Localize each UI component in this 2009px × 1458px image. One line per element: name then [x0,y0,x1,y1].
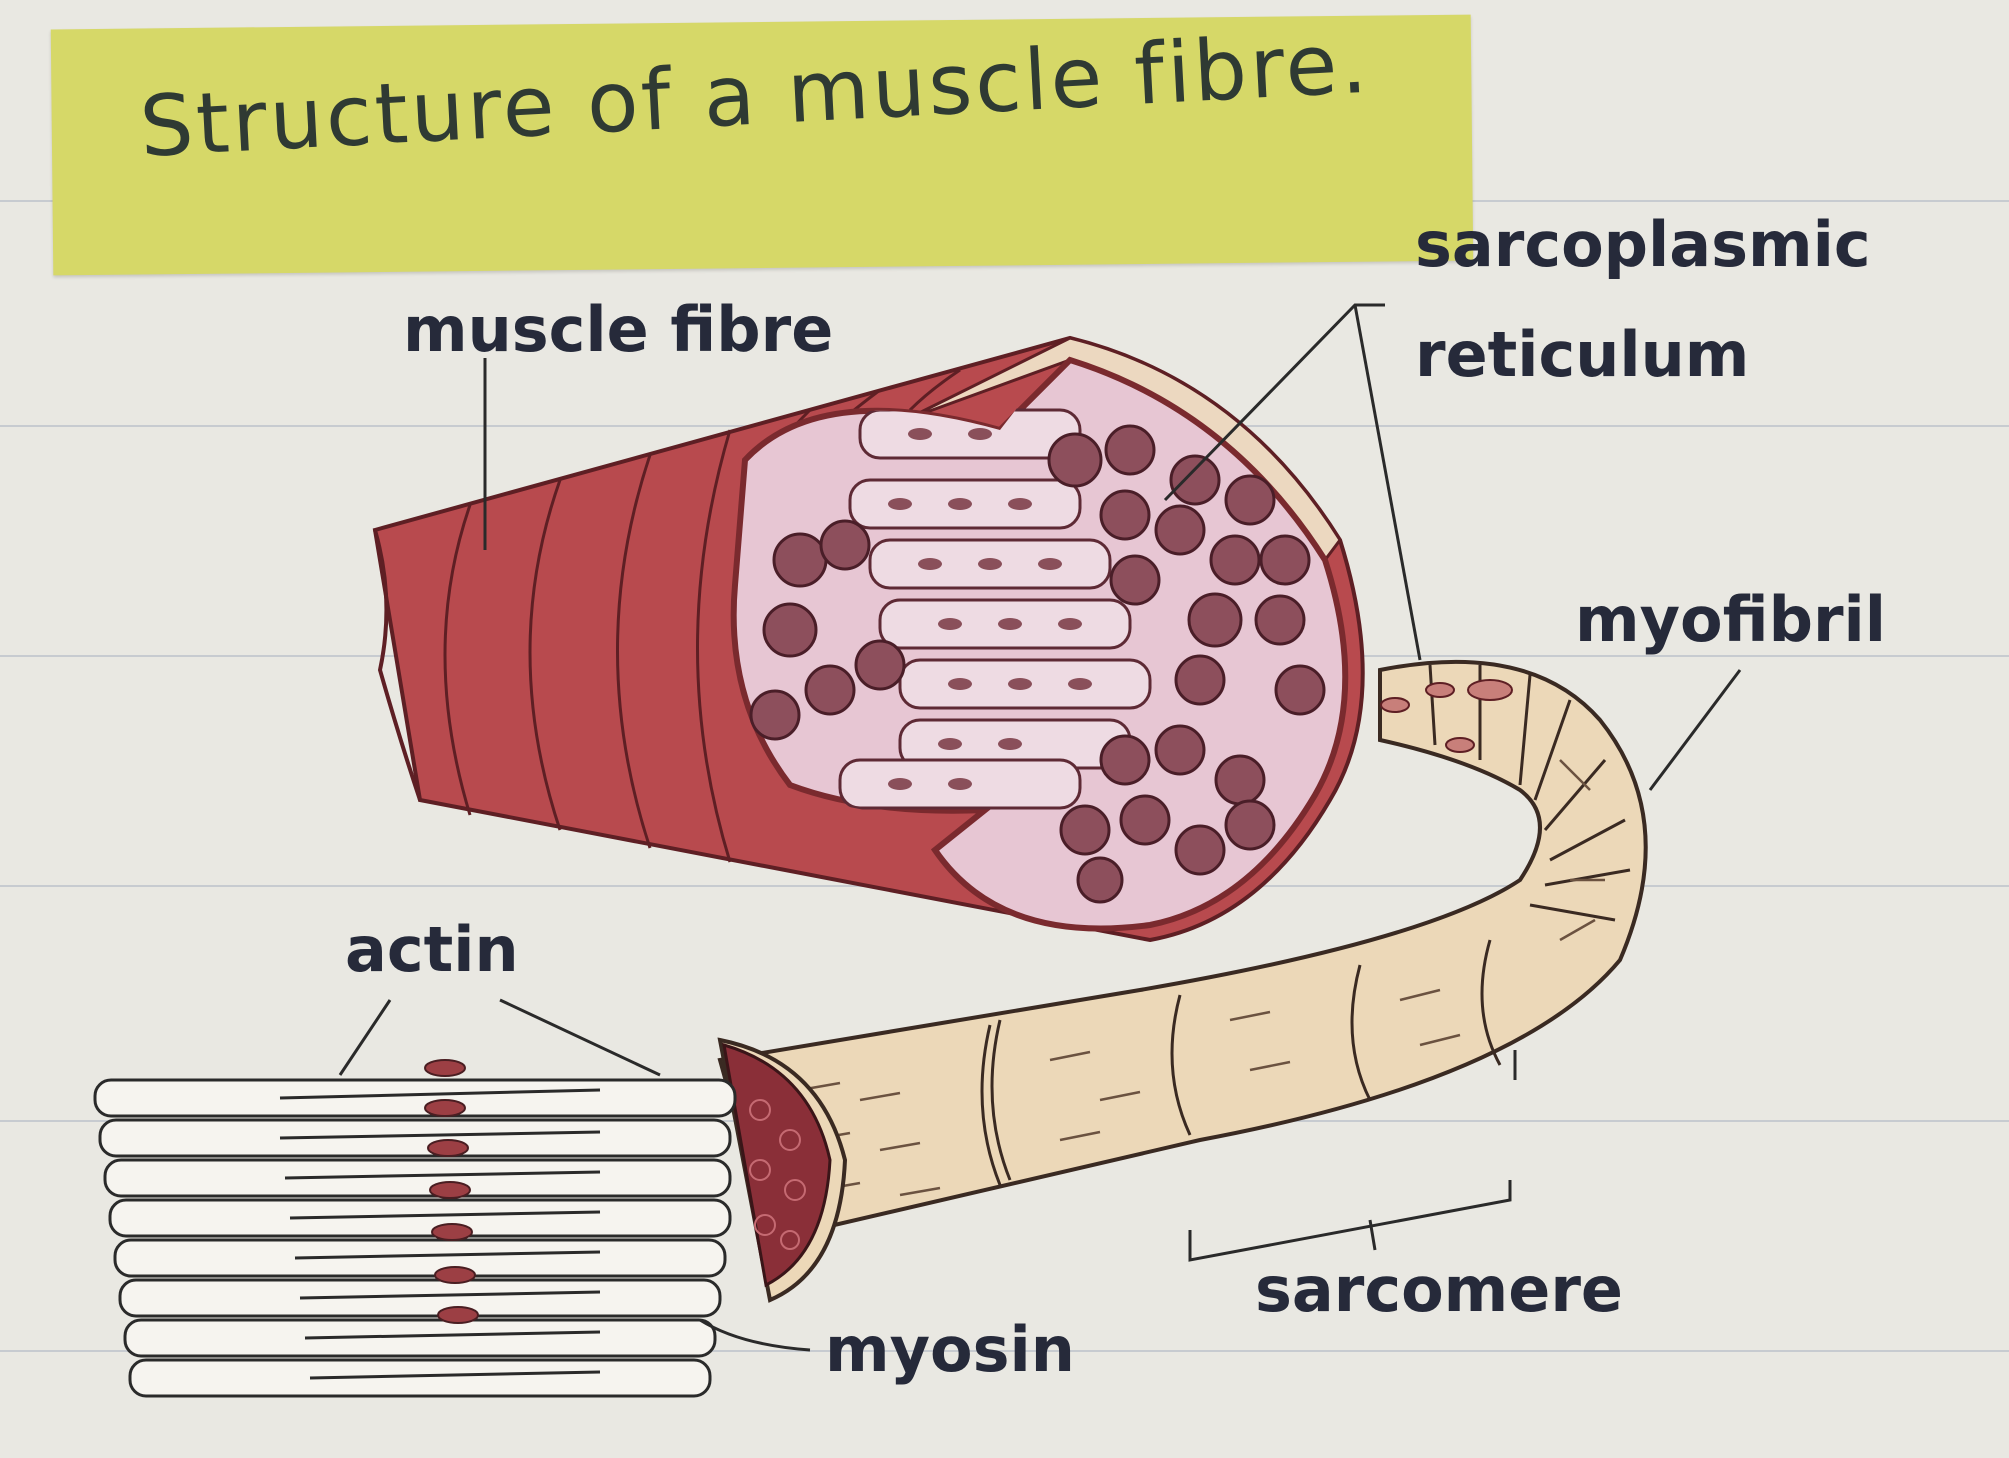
label-myosin: myosin [825,1313,1075,1386]
filament-bundle [93,1059,737,1398]
label-actin: actin [345,913,519,986]
ruled-line [0,1350,2009,1352]
muscle-fibre-cross-section [730,356,1349,932]
leader-lines [338,303,1742,1352]
label-myofibril: myofibril [1575,583,1887,656]
label-muscle-fibre: muscle fibre [403,293,834,366]
label-sarcomere: sarcomere [1255,1253,1623,1326]
myofibril-tube [717,659,1648,1303]
label-sarcoplasmic: sarcoplasmic [1415,208,1871,281]
label-reticulum: reticulum [1415,318,1750,391]
